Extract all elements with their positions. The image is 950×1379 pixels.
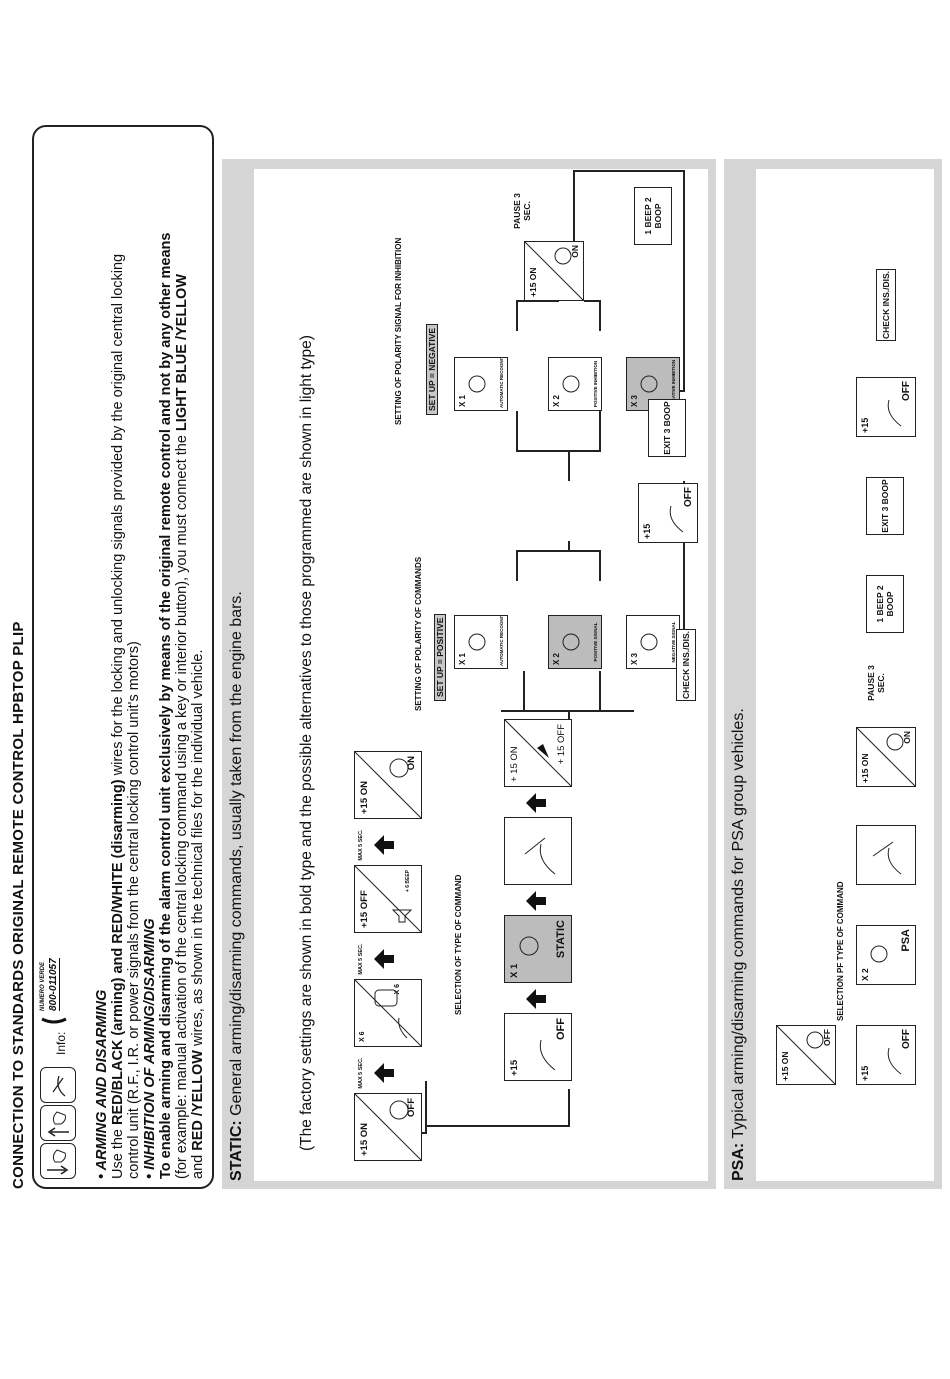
psa-step-15on-off: +15 ON OFF [776,1025,836,1085]
check-ins-dis: CHECK INS./DIS. [676,629,696,701]
psa-step-x2-psa: X 2 PSA [856,925,916,985]
arrow-up-icon [374,835,394,855]
static-panel-body: (The factory settings are shown in bold … [254,169,708,1181]
numero-verde: NUMERO VERDE [40,961,46,1011]
polarity-cmd-x2: X 2 POSITIVE SIGNAL [548,615,602,669]
static-flow-lines [420,170,685,1134]
header-line-2: control unit (R.F., I.R. or power signal… [126,641,142,1179]
polarity-commands-label: SETTING OF POLARITY OF COMMANDS [414,556,423,711]
psa-check-ins-dis: CHECK INS./DIS. [876,269,896,341]
max-5-sec: MAX 5 SEC. [358,1057,364,1089]
pause-3-sec: PAUSE 3 SEC. [512,193,532,229]
static-step-15off-beep: +15 OFF + 6 BEEP [354,865,422,933]
polarity-commands-setup: SET UP = POSITIVE [434,613,446,701]
header-frame: Info: NUMERO VERDE 800-011057 • ARMING A… [32,125,214,1189]
exit-box: EXIT 3 BOOP [648,399,686,457]
header-line-1: Use the RED/BLACK (arming) and RED/WHITE… [110,253,126,1179]
phone-logo-icon [40,1013,73,1025]
psa-selection-label: SELECTION PF TYPE OF COMMAND [836,881,845,1021]
polarity-cmd-x1: X 1 AUTOMATIC RECOGNITION [454,615,508,669]
info-label: Info: [54,1031,68,1055]
static-step-15-off: +15 OFF [504,1013,572,1081]
arrow-up-icon [526,989,546,1009]
static-step-x6-key: X 6 X 6 [354,979,422,1047]
header-line-5: and RED /YELLOW wires, as shown in the t… [190,649,206,1180]
arrow-up-icon [374,949,394,969]
static-step-15on-15off: + 15 ON + 15 OFF [504,719,572,787]
polarity-inh-x3: X 3 NEGATIVE INHIBITION [626,357,680,411]
section-inhibition-title: • INHIBITION OF ARMING/DISARMING [142,918,158,1179]
polarity-inhibition-setup: SET UP = NEGATIVE [426,323,438,415]
section-arming-title: • ARMING AND DISARMING [94,989,110,1179]
static-off-box: +15 OFF [638,483,698,543]
static-step-key [504,817,572,885]
static-step-x1-static: X 1 STATIC [504,915,572,983]
arrow-up-icon [526,891,546,911]
polarity-cmd-x3: X 3 NEGATIVE SIGNAL [626,615,680,669]
static-title: STATIC: General arming/disarming command… [228,591,245,1181]
psa-exit: EXIT 3 BOOP [866,477,904,535]
arrow-down-hand-icon [40,1143,76,1179]
static-panel: STATIC: General arming/disarming command… [222,159,716,1189]
selection-type-label: SELECTION OF TYPE OF COMMAND [454,874,463,1015]
polarity-inh-x2: X 2 POSITIVE INHIBITION [548,357,602,411]
static-step-15on-off: +15 ON OFF [354,1093,422,1161]
arrow-up-icon [526,793,546,813]
polarity-inhibition-label: SETTING OF POLARITY SIGNAL FOR INHIBITIO… [394,237,403,425]
beep-boop-box: 1 BEEP 2 BOOP [634,187,672,245]
phone-number: 800-011057 [48,958,60,1011]
arrow-up-icon [374,1063,394,1083]
header-line-4: (for example: manual activation of the c… [174,273,190,1179]
hand-key-icon [40,1067,76,1103]
page-title: CONNECTION TO STANDARDS ORIGINAL REMOTE … [10,621,27,1189]
psa-beep-boop: 1 BEEP 2 BOOP [866,575,904,633]
static-step-15on-on: +15 ON ON [354,751,422,819]
psa-off-box: +15 OFF [856,377,916,437]
psa-title: PSA: Typical arming/disarming commands f… [730,708,747,1181]
static-final-15on-on: +15 ON ON [524,241,584,301]
psa-final-15on-on: +15 ON ON [856,727,916,787]
psa-step-15-off: +15 OFF [856,1025,916,1085]
psa-panel: PSA: Typical arming/disarming commands f… [724,159,942,1189]
header-line-3: To enable arming and disarming of the al… [158,232,174,1179]
arrow-up-hand-icon [40,1105,76,1141]
psa-panel-body: +15 ON OFF +15 OFF SELECTION PF TYPE OF … [756,169,934,1181]
psa-step-key [856,825,916,885]
psa-pause: PAUSE 3 SEC. [866,665,886,701]
polarity-inh-x1: X 1 AUTOMATIC RECOGNITION [454,357,508,411]
